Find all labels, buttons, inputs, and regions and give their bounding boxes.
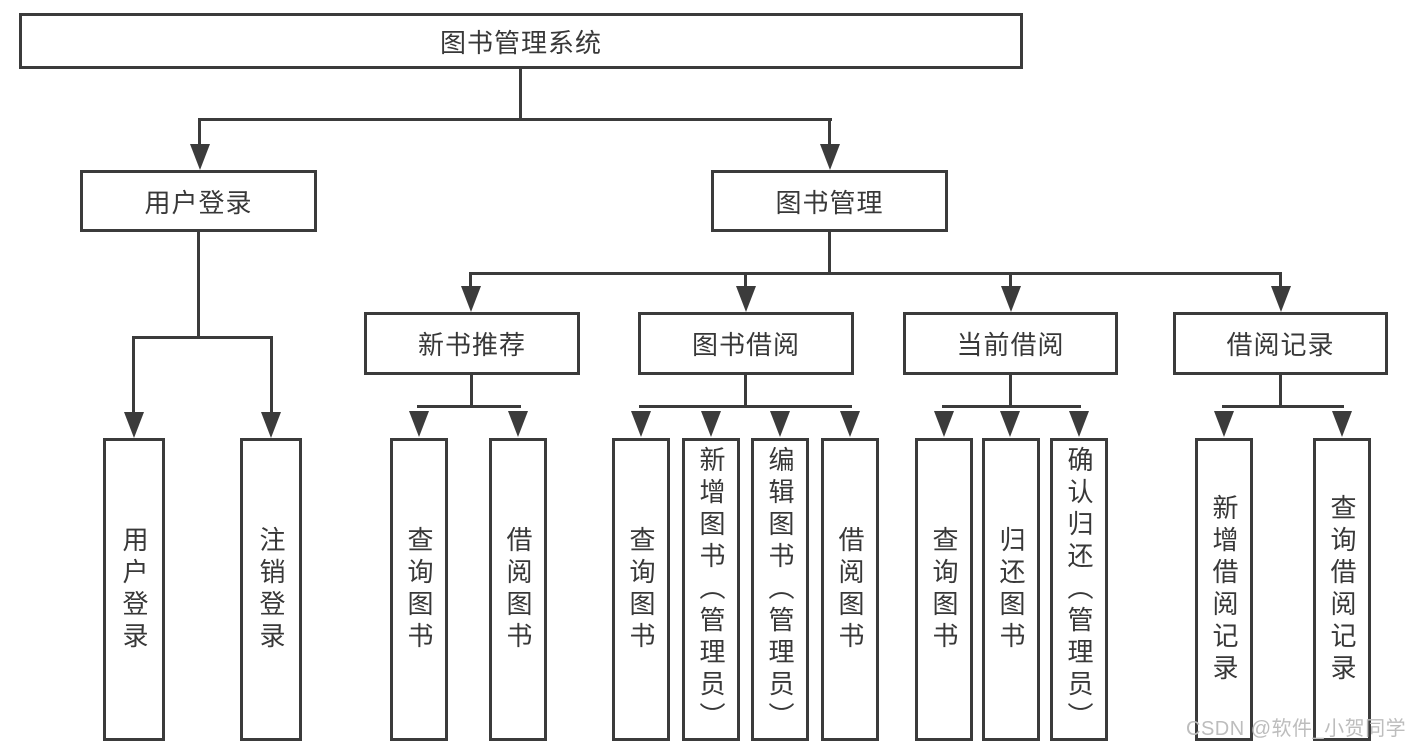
connector-drop-new-books: [469, 272, 472, 288]
node-cb-return-books: 归还图书: [982, 438, 1040, 741]
connector-borrow-records-trunk: [1279, 375, 1282, 407]
connector-drop-login: [132, 336, 135, 412]
connector-drop-book-borrow: [744, 272, 747, 288]
connector-current-borrow-bar: [942, 405, 1081, 408]
node-cb-confirm-return-admin: 确认归还（管理员）: [1050, 438, 1108, 741]
connector-drop-borrow-records: [1279, 272, 1282, 288]
arrow-to-br-query: [1332, 411, 1352, 437]
node-borrowing-records: 借阅记录: [1173, 312, 1388, 375]
connector-level3-bar: [469, 272, 1282, 275]
connector-new-books-trunk: [470, 375, 473, 407]
node-book-management: 图书管理: [711, 170, 948, 232]
arrow-to-book-management: [820, 144, 840, 170]
connector-level2-bar: [198, 118, 832, 121]
connector-drop-current-borrow: [1009, 272, 1012, 288]
node-user-login: 用户登录: [80, 170, 317, 232]
connector-user-login-trunk: [197, 232, 200, 338]
connector-current-borrow-trunk: [1009, 375, 1012, 407]
arrow-to-book-borrow: [736, 286, 756, 312]
arrow-to-bb-add: [701, 411, 721, 437]
arrow-to-br-add: [1214, 411, 1234, 437]
node-logout: 注销登录: [240, 438, 302, 741]
arrow-to-nb-query: [409, 411, 429, 437]
node-bb-edit-books-admin: 编辑图书（管理员）: [751, 438, 809, 741]
node-cb-query-books: 查询图书: [915, 438, 973, 741]
arrow-to-cb-confirm: [1069, 411, 1089, 437]
node-bb-query-books: 查询图书: [612, 438, 670, 741]
node-br-add-record: 新增借阅记录: [1195, 438, 1253, 741]
arrow-to-bb-edit: [770, 411, 790, 437]
connector-book-borrow-trunk: [744, 375, 747, 407]
node-library-system: 图书管理系统: [19, 13, 1023, 69]
node-bb-borrow-books: 借阅图书: [821, 438, 879, 741]
node-nb-borrow-books: 借阅图书: [489, 438, 547, 741]
connector-drop-book-management: [828, 118, 831, 146]
node-nb-query-books: 查询图书: [390, 438, 448, 741]
connector-drop-logout: [270, 336, 273, 412]
arrow-to-user-login: [190, 144, 210, 170]
arrow-to-bb-query: [631, 411, 651, 437]
node-book-borrowing: 图书借阅: [638, 312, 854, 375]
node-new-book-recommendation: 新书推荐: [364, 312, 580, 375]
connector-book-borrow-bar: [639, 405, 852, 408]
connector-user-login-bar: [132, 336, 273, 339]
arrow-to-cb-return: [1000, 411, 1020, 437]
arrow-to-new-books: [461, 286, 481, 312]
connector-root-trunk: [519, 69, 522, 121]
node-login: 用户登录: [103, 438, 165, 741]
arrow-to-logout: [261, 412, 281, 438]
node-br-query-record: 查询借阅记录: [1313, 438, 1371, 741]
arrow-to-bb-borrow: [840, 411, 860, 437]
node-current-borrowing: 当前借阅: [903, 312, 1118, 375]
connector-borrow-records-bar: [1222, 405, 1344, 408]
arrow-to-current-borrow: [1001, 286, 1021, 312]
csdn-watermark: CSDN @软件_小贺同学: [1186, 718, 1405, 740]
connector-drop-user-login: [198, 118, 201, 146]
connector-book-mgmt-trunk: [828, 232, 831, 274]
arrow-to-borrow-records: [1271, 286, 1291, 312]
arrow-to-cb-query: [934, 411, 954, 437]
node-bb-add-books-admin: 新增图书（管理员）: [682, 438, 740, 741]
arrow-to-nb-borrow: [508, 411, 528, 437]
arrow-to-login: [124, 412, 144, 438]
connector-new-books-bar: [417, 405, 521, 408]
